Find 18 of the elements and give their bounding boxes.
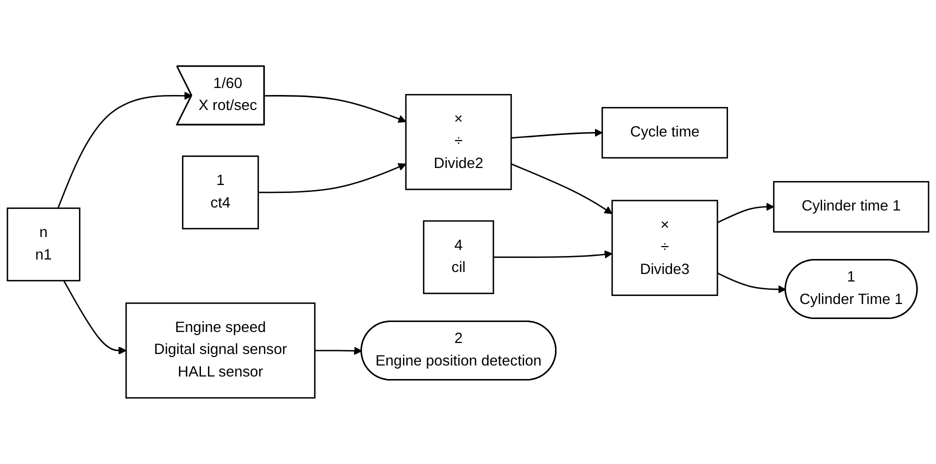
node-box: 1 ct4 [182, 156, 259, 230]
node-box: n n1 [6, 208, 80, 282]
arrow [511, 128, 603, 139]
arrow [314, 346, 362, 355]
node-box: Cylinder time 1 [773, 181, 930, 233]
node-box: 4 cil [422, 220, 494, 294]
arrow [717, 272, 786, 294]
arrow [63, 280, 126, 355]
arrow [510, 163, 613, 214]
node-box: × ÷ Divide2 [405, 94, 512, 190]
node-box: × ÷ Divide3 [611, 200, 718, 296]
arrow [258, 163, 406, 194]
node-box: Cycle time [602, 106, 728, 159]
arrow [717, 202, 774, 224]
node-box: Engine speed Digital signal sensor HALL sensor [125, 302, 316, 399]
arrow [264, 95, 406, 123]
arrow [493, 250, 613, 258]
arrow [57, 92, 192, 208]
